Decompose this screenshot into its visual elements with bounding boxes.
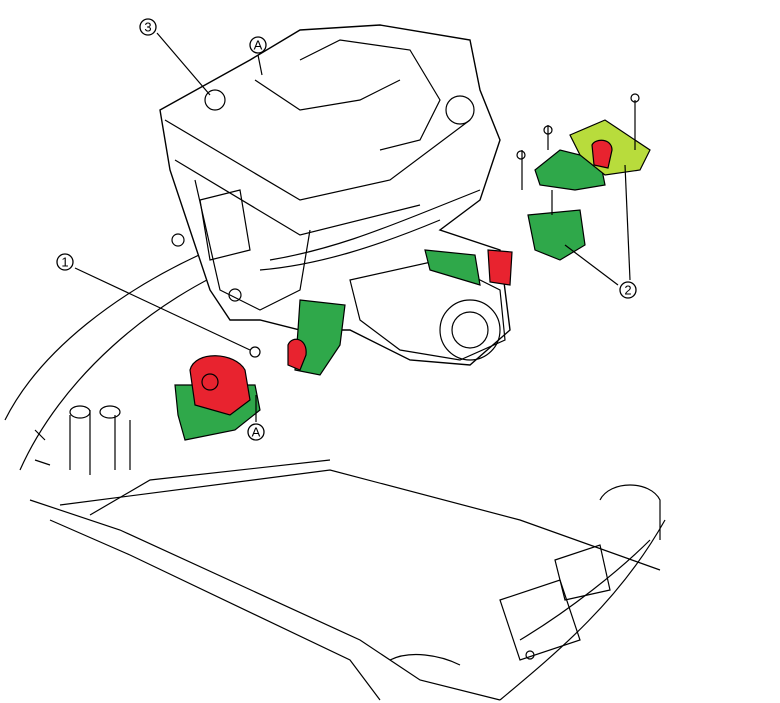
engine-assembly [159,24,511,366]
callout-1: 1 [56,253,74,271]
callout-3: 3 [139,18,157,36]
transmission-mount-right [424,249,513,286]
vehicle-body-outline [4,249,666,701]
svg-text:A: A [252,425,261,440]
transmission-mount-left [287,299,346,376]
rear-engine-mount [516,93,651,261]
callout-2: 2 [619,281,637,299]
callout-a-bottom: A [247,423,265,441]
callout-a-top: A [249,36,267,54]
svg-text:A: A [254,38,263,53]
svg-text:2: 2 [624,283,631,298]
svg-text:3: 3 [144,20,151,35]
leader-lines [74,32,631,422]
svg-text:1: 1 [61,255,68,270]
front-engine-mount [174,346,261,441]
